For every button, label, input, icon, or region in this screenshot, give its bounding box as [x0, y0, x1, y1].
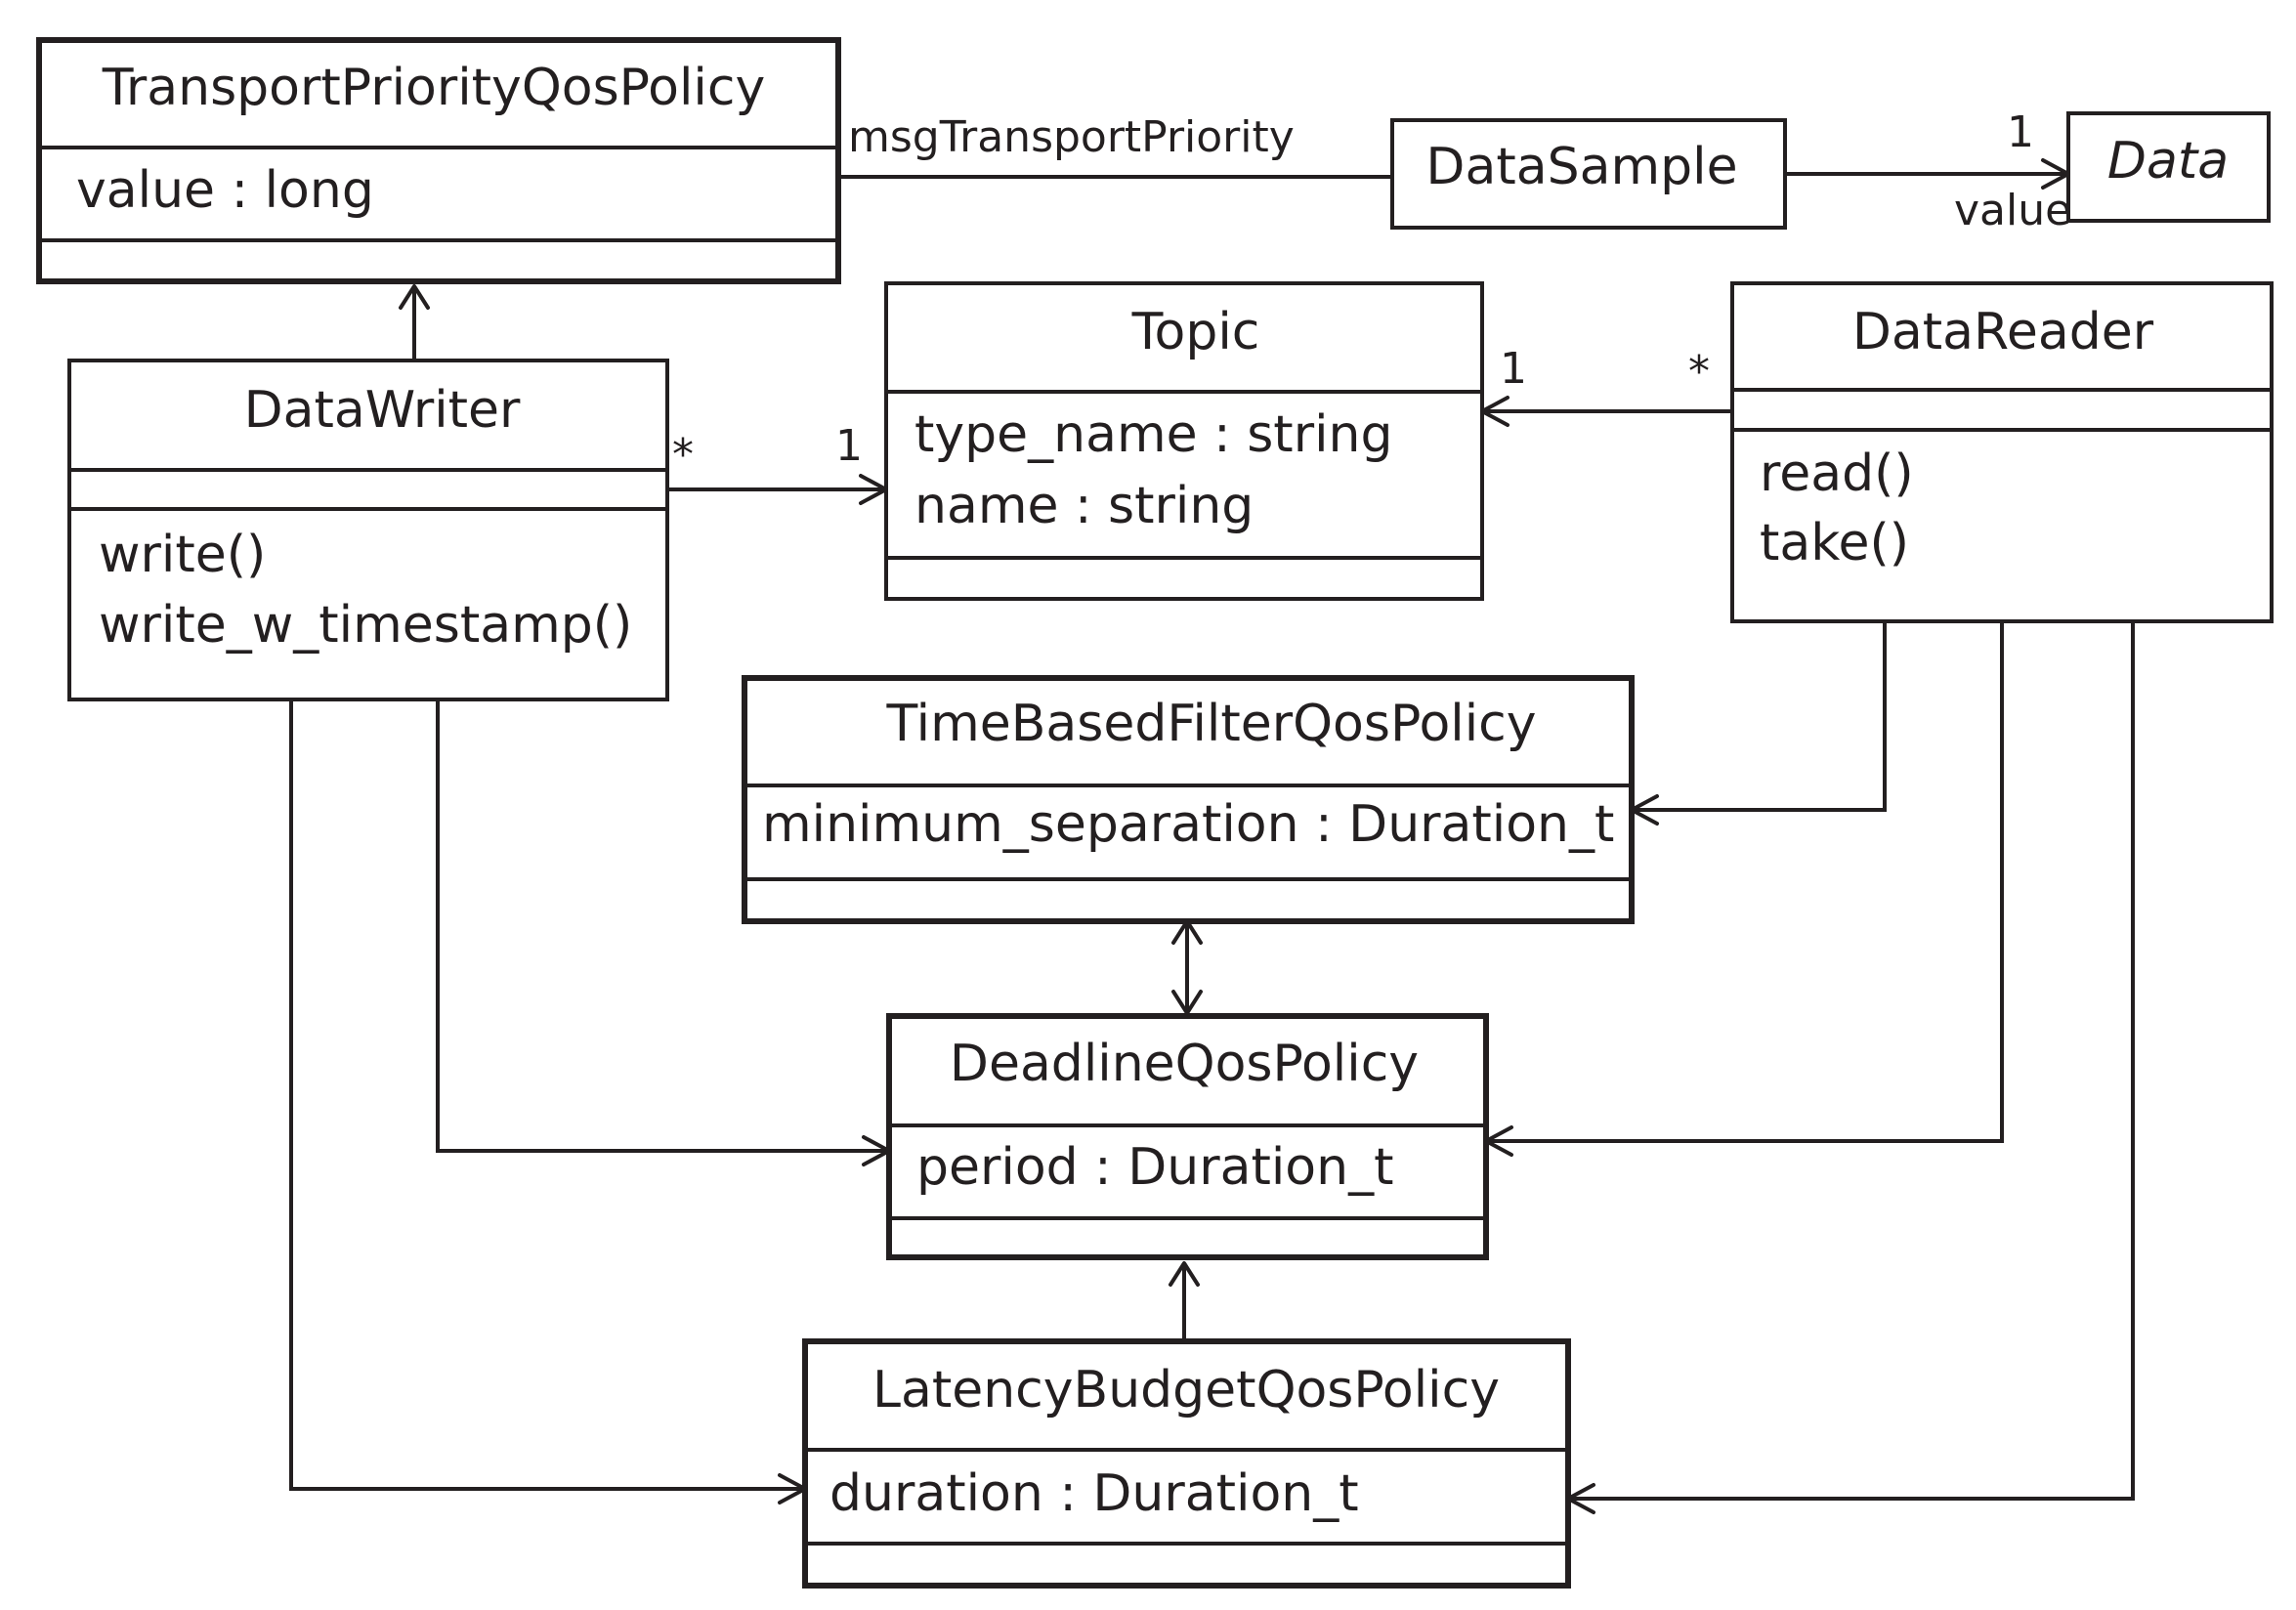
class-transport-priority-qos-policy: TransportPriorityQosPolicy value : long — [36, 37, 841, 284]
multiplicity-label: * — [1688, 347, 1710, 397]
reader-latency-budget-association — [1566, 621, 2135, 1514]
operation: read() — [1760, 445, 1914, 503]
reader-time-based-filter-association — [1630, 621, 1887, 826]
attribute: duration : Duration_t — [829, 1464, 1359, 1523]
class-name: DataWriter — [244, 381, 521, 440]
writer-topic-association — [667, 474, 888, 505]
multiplicity-label: * — [672, 430, 694, 480]
operation: take() — [1760, 514, 1909, 572]
class-data-writer: DataWriter write() write_w_timestamp() — [67, 359, 669, 701]
operation: write_w_timestamp() — [99, 596, 632, 655]
time-based-filter-deadline-association — [1171, 919, 1203, 1015]
class-deadline-qos-policy: DeadlineQosPolicy period : Duration_t — [886, 1013, 1489, 1260]
class-name: TimeBasedFilterQosPolicy — [885, 695, 1536, 753]
class-name: Topic — [1131, 303, 1260, 361]
multiplicity-label: 1 — [835, 421, 863, 471]
reader-topic-association — [1480, 396, 1732, 427]
class-name: TransportPriorityQosPolicy — [102, 59, 766, 117]
class-data-reader: DataReader read() take() — [1730, 281, 2274, 623]
writer-latency-budget-association — [289, 699, 807, 1504]
class-data: Data — [2066, 111, 2271, 223]
class-name: DataReader — [1852, 303, 2154, 361]
class-name: LatencyBudgetQosPolicy — [872, 1361, 1500, 1419]
class-name: DataSample — [1425, 138, 1737, 196]
class-time-based-filter-qos-policy: TimeBasedFilterQosPolicy minimum_separat… — [742, 675, 1635, 924]
attribute: period : Duration_t — [916, 1138, 1393, 1197]
multiplicity-label: 1 — [2007, 107, 2034, 157]
latency-budget-deadline-association — [1169, 1261, 1200, 1341]
association-role-label: msgTransportPriority — [848, 112, 1295, 162]
attribute: type_name : string — [914, 405, 1392, 464]
class-data-sample: DataSample — [1390, 118, 1787, 230]
class-topic: Topic type_name : string name : string — [884, 281, 1484, 601]
attribute: name : string — [914, 477, 1254, 535]
multiplicity-label: 1 — [1500, 344, 1527, 394]
writer-transport-priority-association — [399, 284, 430, 360]
class-name: Data — [2107, 132, 2229, 191]
operation: write() — [99, 526, 266, 584]
class-name: DeadlineQosPolicy — [950, 1035, 1419, 1093]
attribute: minimum_separation : Duration_t — [762, 795, 1614, 854]
sample-data-association — [1785, 158, 2070, 190]
class-latency-budget-qos-policy: LatencyBudgetQosPolicy duration : Durati… — [802, 1338, 1571, 1589]
association-role-label: value — [1954, 186, 2071, 235]
attribute: value : long — [76, 161, 374, 220]
